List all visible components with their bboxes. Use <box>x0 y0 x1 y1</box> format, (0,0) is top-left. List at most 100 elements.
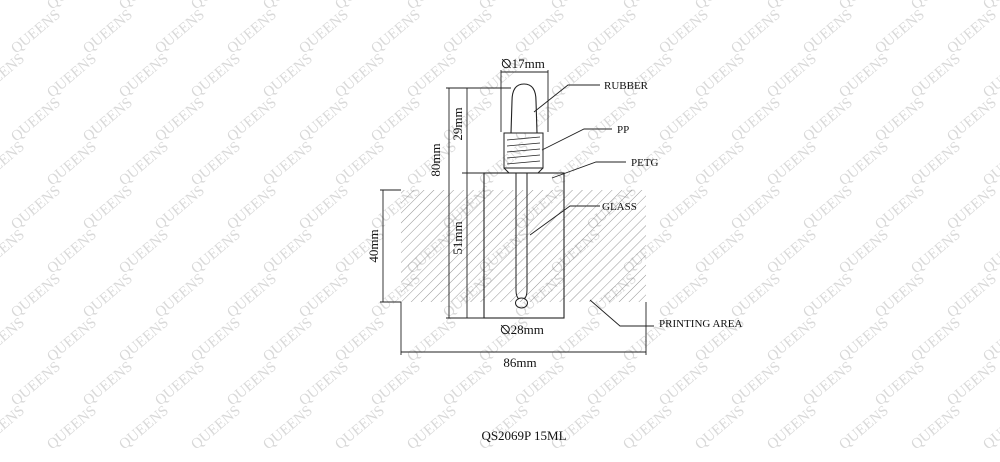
watermark-text: QUEENS <box>188 315 244 365</box>
watermark-text: QUEENS <box>296 359 352 409</box>
watermark-text: QUEENS <box>188 139 244 189</box>
watermark-text: QUEENS <box>224 359 280 409</box>
watermark-text: QUEENS <box>656 183 712 233</box>
watermark-text: QUEENS <box>836 139 892 189</box>
watermark-text: QUEENS <box>764 315 820 365</box>
rubber-bulb <box>510 83 538 134</box>
printing-area-hatch <box>401 190 646 302</box>
watermark-text: QUEENS <box>80 359 136 409</box>
watermark-text: QUEENS <box>152 271 208 321</box>
watermark-text: QUEENS <box>404 403 460 453</box>
watermark-text: QUEENS <box>836 315 892 365</box>
watermark-text: QUEENS <box>260 139 316 189</box>
watermark-text: QUEENS <box>224 183 280 233</box>
watermark-text: QUEENS <box>368 95 424 145</box>
watermark-text: QUEENS <box>800 359 856 409</box>
watermark-text: QUEENS <box>692 139 748 189</box>
watermark-text: QUEENS <box>980 51 1000 101</box>
print-width-label: 86mm <box>503 355 536 370</box>
watermark-text: QUEENS <box>620 51 676 101</box>
watermark-text: QUEENS <box>764 227 820 277</box>
watermark-text: QUEENS <box>368 7 424 57</box>
watermark-text: QUEENS <box>8 359 64 409</box>
watermark-text: QUEENS <box>80 271 136 321</box>
watermark-text: QUEENS <box>980 403 1000 453</box>
pp-label: PP <box>617 124 629 136</box>
watermark-text: QUEENS <box>872 183 928 233</box>
watermark-text: QUEENS <box>8 271 64 321</box>
watermark-text: QUEENS <box>872 359 928 409</box>
watermark-text: QUEENS <box>836 403 892 453</box>
watermark-text: QUEENS <box>152 359 208 409</box>
watermark-text: QUEENS <box>656 271 712 321</box>
watermark-text: QUEENS <box>908 403 964 453</box>
rubber-label: RUBBER <box>604 80 649 92</box>
watermark-text: QUEENS <box>620 403 676 453</box>
watermark-text: QUEENS <box>584 7 640 57</box>
print-width-dimension <box>400 302 647 355</box>
watermark-text: QUEENS <box>908 315 964 365</box>
watermark-text: QUEENS <box>260 51 316 101</box>
watermark-text: QUEENS <box>764 139 820 189</box>
watermark-text: QUEENS <box>728 183 784 233</box>
watermark-text: QUEENS <box>188 227 244 277</box>
watermark-text: QUEENS <box>872 271 928 321</box>
watermark-text: QUEENS <box>800 7 856 57</box>
watermark-text: QUEENS <box>512 7 568 57</box>
watermark-text: QUEENS <box>656 7 712 57</box>
watermark-text: QUEENS <box>584 95 640 145</box>
watermark-text: QUEENS <box>44 227 100 277</box>
watermark-text: QUEENS <box>296 7 352 57</box>
cap-body-dimension <box>462 88 484 318</box>
watermark-text: QUEENS <box>296 95 352 145</box>
watermark-text: QUEENS <box>836 51 892 101</box>
watermark-text: QUEENS <box>260 315 316 365</box>
printing-area-label: PRINTING AREA <box>659 318 742 330</box>
petg-label: PETG <box>631 157 659 169</box>
watermark-text: QUEENS <box>800 271 856 321</box>
watermark-text: QUEENS <box>944 271 1000 321</box>
watermark-text: QUEENS <box>872 7 928 57</box>
watermark-text: QUEENS <box>944 183 1000 233</box>
watermark-text: QUEENS <box>152 95 208 145</box>
watermark-text: QUEENS <box>656 95 712 145</box>
total-height-dimension <box>446 87 511 319</box>
watermark-text: QUEENS <box>692 403 748 453</box>
watermark-text: QUEENS <box>332 315 388 365</box>
watermark-text: QUEENS <box>692 51 748 101</box>
watermark-text: QUEENS <box>404 51 460 101</box>
watermark-text: QUEENS <box>908 227 964 277</box>
watermark-text: QUEENS <box>368 359 424 409</box>
watermark-text: QUEENS <box>728 359 784 409</box>
watermark-text: QUEENS <box>0 403 28 453</box>
watermark-text: QUEENS <box>800 95 856 145</box>
watermark-text: QUEENS <box>800 183 856 233</box>
watermark-text: QUEENS <box>44 315 100 365</box>
watermark-text: QUEENS <box>44 403 100 453</box>
watermark-text: QUEENS <box>332 403 388 453</box>
watermark-text: QUEENS <box>908 139 964 189</box>
watermark-text: QUEENS <box>0 51 28 101</box>
total-height-label: 80mm <box>428 143 443 176</box>
watermark-text: QUEENS <box>872 95 928 145</box>
watermark-text: QUEENS <box>260 403 316 453</box>
watermark-text: QUEENS <box>728 7 784 57</box>
watermark-text: QUEENS <box>152 7 208 57</box>
watermark-text: QUEENS <box>0 139 28 189</box>
watermark-text: QUEENS <box>0 0 28 13</box>
watermark-text: QUEENS <box>332 51 388 101</box>
watermark-text: QUEENS <box>944 7 1000 57</box>
top-diameter-label: ⦰17mm <box>501 56 545 71</box>
body-height-label: 51mm <box>450 221 465 254</box>
watermark-text: QUEENS <box>8 7 64 57</box>
watermark-text: QUEENS <box>548 139 604 189</box>
watermark-text: QUEENS <box>296 271 352 321</box>
watermark-text: QUEENS <box>116 315 172 365</box>
watermark-text: QUEENS <box>944 359 1000 409</box>
watermark-text: QUEENS <box>728 95 784 145</box>
watermark-text: QUEENS <box>332 139 388 189</box>
watermark-text: QUEENS <box>80 95 136 145</box>
watermark-text: QUEENS <box>404 315 460 365</box>
watermark-text: QUEENS <box>116 139 172 189</box>
watermark-text: QUEENS <box>944 95 1000 145</box>
